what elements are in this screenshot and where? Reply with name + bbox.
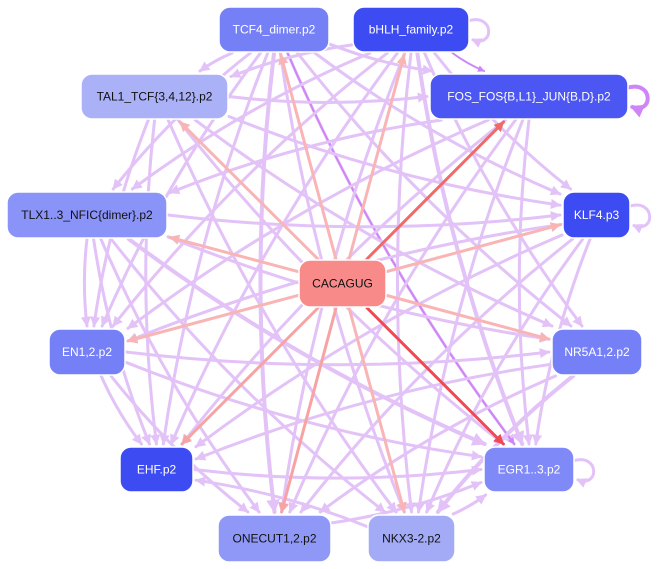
- node-box-tal1: [80, 73, 229, 120]
- edge-tcf4-to-klf4: [313, 51, 562, 196]
- edge-center-to-fos: [365, 120, 506, 261]
- edge-ehf-to-egr: [192, 465, 483, 480]
- node-center: CACAGUG: [298, 259, 387, 308]
- node-tal1: TAL1_TCF{3,4,12}.p2: [80, 73, 229, 120]
- edge-tcf4-to-onecut: [258, 51, 280, 514]
- edge-en12-to-ehf: [99, 374, 143, 446]
- node-fos: FOS_FOS{B,L1}_JUN{B,D}.p2: [429, 73, 629, 120]
- node-layer: CACAGUG TCF4_dimer.p2 bHLH_family.p2TAL1_T…: [6, 6, 643, 563]
- node-en12: EN1,2.p2: [48, 328, 126, 376]
- node-label-tcf4: TCF4_dimer.p2: [233, 23, 316, 37]
- edge-center-to-klf4: [385, 222, 562, 273]
- node-label-tlx: TLX1..3_NFIC{dimer}.p2: [21, 208, 153, 222]
- edge-center-to-nkx: [347, 306, 407, 514]
- edge-nr5a-to-ehf: [194, 362, 553, 461]
- edge-center-to-bhlh: [347, 53, 407, 261]
- edge-center-to-tlx: [168, 234, 300, 274]
- edge-center-to-onecut: [279, 306, 338, 514]
- node-nkx: NKX3-2.p2: [367, 514, 456, 563]
- edge-tal1-to-nkx: [166, 118, 398, 514]
- edge-fos-to-en12: [126, 118, 490, 330]
- node-box-en12: [48, 328, 126, 376]
- node-box-egr: [483, 446, 575, 493]
- node-box-nr5a: [551, 328, 643, 376]
- self-loop-fos: [625, 84, 650, 118]
- edge-bhlh-to-fos: [451, 52, 486, 72]
- node-box-nkx: [367, 514, 456, 563]
- edge-tal1-to-fos: [227, 92, 429, 104]
- node-label-nr5a: NR5A1,2.p2: [564, 345, 630, 359]
- self-loop-bhlh: [466, 18, 491, 48]
- node-label-bhlh: bHLH_family.p2: [369, 23, 454, 37]
- node-box-bhlh: [352, 6, 470, 53]
- node-box-fos: [429, 73, 629, 120]
- node-label-nkx: NKX3-2.p2: [382, 532, 441, 546]
- node-box-onecut: [217, 514, 332, 563]
- node-label-en12: EN1,2.p2: [62, 345, 112, 359]
- node-box-tcf4: [218, 6, 330, 53]
- edge-bhlh-to-tlx: [130, 51, 372, 191]
- edge-tlx-to-egr: [126, 237, 487, 446]
- edge-nkx-to-egr: [451, 493, 488, 516]
- self-loop-klf4: [627, 203, 652, 234]
- edge-tlx-to-klf4: [166, 211, 562, 229]
- node-box-tlx: [6, 191, 168, 239]
- edge-tcf4-to-tal1: [198, 51, 234, 73]
- edge-center-to-en12: [126, 293, 300, 344]
- edge-center-to-tcf4: [278, 53, 338, 261]
- edge-center-to-ehf: [180, 306, 320, 446]
- edge-bhlh-to-tal1: [229, 43, 354, 78]
- node-onecut: ONECUT1,2.p2: [217, 514, 332, 563]
- self-loop-egr: [571, 458, 596, 488]
- node-tcf4: TCF4_dimer.p2: [218, 6, 330, 53]
- edge-center-to-egr: [365, 306, 505, 446]
- node-tlx: TLX1..3_NFIC{dimer}.p2: [6, 191, 168, 239]
- node-nr5a: NR5A1,2.p2: [551, 328, 643, 376]
- edge-tal1-to-klf4: [227, 115, 562, 209]
- edge-en12-to-nr5a: [124, 348, 551, 367]
- edge-fos-to-tlx: [168, 118, 443, 195]
- node-box-center: [298, 259, 387, 308]
- node-box-ehf: [119, 446, 194, 493]
- edge-center-to-tal1: [178, 120, 320, 261]
- node-ehf: EHF.p2: [119, 446, 194, 493]
- edge-nr5a-to-onecut: [318, 374, 557, 514]
- edge-nkx-to-ehf: [194, 476, 369, 528]
- edge-tlx-to-en12: [80, 237, 91, 328]
- node-label-tal1: TAL1_TCF{3,4,12}.p2: [97, 90, 213, 104]
- node-egr: EGR1..3.p2: [483, 446, 575, 493]
- edge-bhlh-to-nkx: [395, 51, 416, 514]
- node-label-onecut: ONECUT1,2.p2: [232, 532, 316, 546]
- edge-tal1-to-nr5a: [193, 118, 554, 328]
- node-klf4: KLF4.p3: [562, 191, 631, 239]
- node-box-klf4: [562, 191, 631, 239]
- node-label-egr: EGR1..3.p2: [498, 463, 561, 477]
- node-label-fos: FOS_FOS{B,L1}_JUN{B,D}.p2: [447, 90, 611, 104]
- node-label-center: CACAGUG: [312, 277, 373, 291]
- node-label-ehf: EHF.p2: [137, 463, 177, 477]
- edge-center-to-nr5a: [385, 294, 551, 342]
- edge-tcf4-to-egr: [286, 52, 516, 445]
- node-bhlh: bHLH_family.p2: [352, 6, 470, 53]
- node-label-klf4: KLF4.p3: [574, 208, 620, 222]
- edge-fos-to-nkx: [414, 118, 525, 514]
- edge-klf4-to-ehf: [194, 233, 564, 449]
